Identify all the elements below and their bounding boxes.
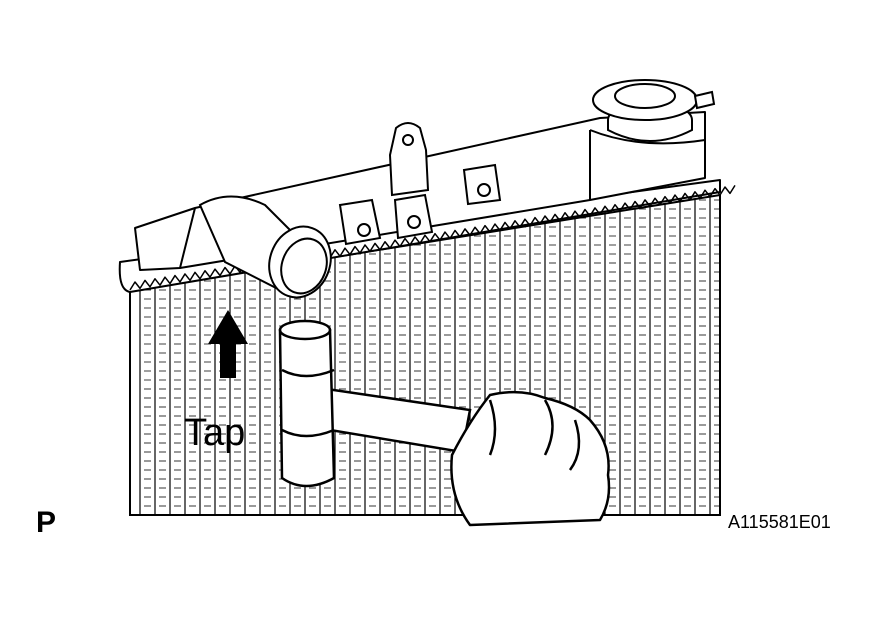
inlet-pipe [198,195,332,299]
view-label: P [36,506,57,539]
hand [450,390,611,527]
figure-id: A115581E01 [728,512,831,532]
plastic-hammer [278,319,472,488]
tap-label: Tap [184,412,246,454]
up-arrow-icon [208,310,248,378]
radiator-cap [592,79,716,142]
mounting-bracket [338,122,502,246]
